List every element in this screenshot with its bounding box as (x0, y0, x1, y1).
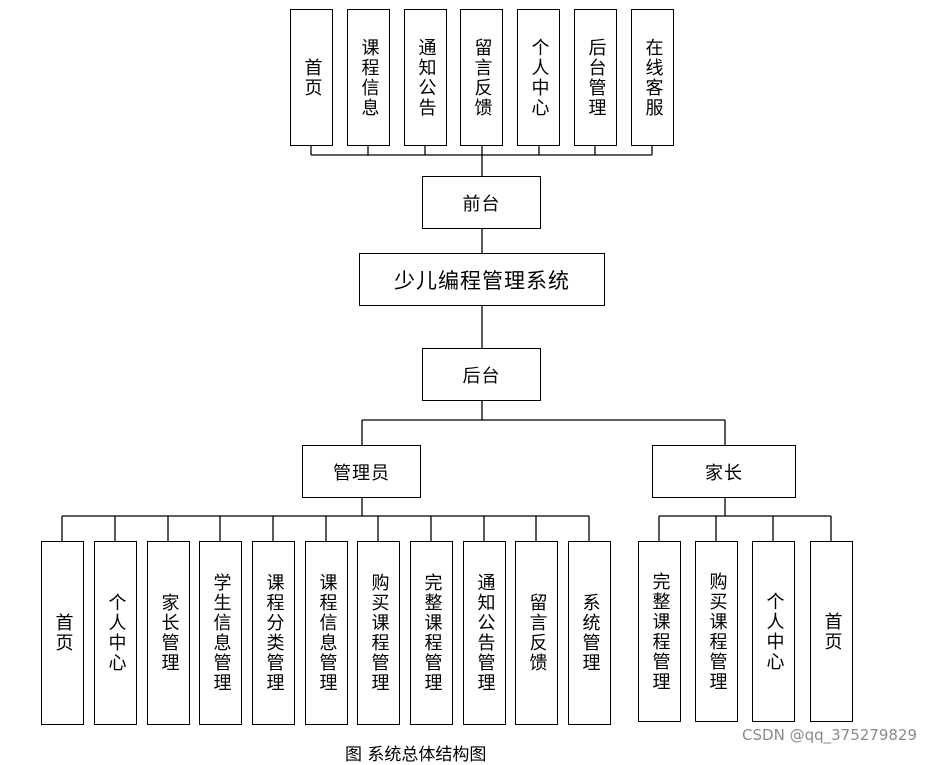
admin-item-student-info: 学生信息管理 (199, 541, 242, 725)
admin-item-label: 个人中心 (105, 593, 127, 673)
parent-item-home: 首页 (810, 541, 853, 722)
admin-item-label: 系统管理 (579, 593, 601, 673)
admin-item-system: 系统管理 (568, 541, 611, 725)
frontend-item-label: 个人中心 (528, 37, 550, 118)
frontend-item-label: 后台管理 (585, 37, 607, 118)
parent-item-purchased-courses: 购买课程管理 (695, 541, 738, 722)
admin-item-label: 购买课程管理 (368, 573, 390, 693)
frontend-node: 前台 (422, 176, 541, 229)
frontend-item-label: 在线客服 (642, 37, 664, 118)
system-root-node: 少儿编程管理系统 (359, 253, 605, 306)
admin-item-label: 课程信息管理 (316, 573, 338, 693)
admin-item-label: 首页 (52, 613, 74, 653)
backend-node-label: 后台 (462, 365, 501, 387)
frontend-item-notices: 通知公告 (404, 9, 447, 146)
admin-item-course-category: 课程分类管理 (252, 541, 295, 725)
frontend-item-profile: 个人中心 (517, 9, 560, 146)
frontend-item-backend-admin: 后台管理 (574, 9, 617, 146)
frontend-node-label: 前台 (462, 193, 501, 215)
admin-item-feedback: 留言反馈 (515, 541, 558, 725)
admin-item-label: 留言反馈 (526, 593, 548, 673)
admin-item-parent-management: 家长管理 (147, 541, 190, 725)
parent-node-label: 家长 (705, 462, 743, 484)
watermark: CSDN @qq_375279829 (742, 726, 917, 744)
admin-item-label: 课程分类管理 (263, 573, 285, 693)
admin-item-label: 完整课程管理 (421, 573, 443, 693)
frontend-item-feedback: 留言反馈 (460, 9, 503, 146)
admin-item-notices: 通知公告管理 (463, 541, 506, 725)
frontend-item-label: 首页 (301, 57, 323, 98)
parent-item-label: 购买课程管理 (706, 571, 728, 692)
frontend-item-label: 通知公告 (415, 37, 437, 118)
parent-item-profile: 个人中心 (752, 541, 795, 722)
frontend-item-label: 课程信息 (358, 37, 380, 118)
frontend-item-label: 留言反馈 (471, 37, 493, 118)
system-root-label: 少儿编程管理系统 (394, 268, 570, 293)
admin-item-complete-courses: 完整课程管理 (410, 541, 453, 725)
admin-item-label: 学生信息管理 (210, 573, 232, 693)
admin-node: 管理员 (302, 445, 421, 498)
admin-item-home: 首页 (41, 541, 84, 725)
parent-item-label: 完整课程管理 (649, 571, 671, 692)
backend-node: 后台 (422, 348, 541, 401)
parent-item-complete-courses: 完整课程管理 (638, 541, 681, 722)
admin-item-purchased-courses: 购买课程管理 (357, 541, 400, 725)
admin-item-label: 家长管理 (158, 593, 180, 673)
parent-node: 家长 (652, 445, 796, 498)
admin-item-course-info: 课程信息管理 (305, 541, 348, 725)
admin-item-label: 通知公告管理 (474, 573, 496, 693)
admin-node-label: 管理员 (333, 462, 390, 484)
frontend-item-course-info: 课程信息 (347, 9, 390, 146)
figure-caption: 图 系统总体结构图 (345, 745, 487, 765)
frontend-item-home: 首页 (290, 9, 333, 146)
admin-item-profile: 个人中心 (94, 541, 137, 725)
parent-item-label: 个人中心 (763, 591, 785, 672)
parent-item-label: 首页 (821, 611, 843, 652)
frontend-item-online-service: 在线客服 (631, 9, 674, 146)
